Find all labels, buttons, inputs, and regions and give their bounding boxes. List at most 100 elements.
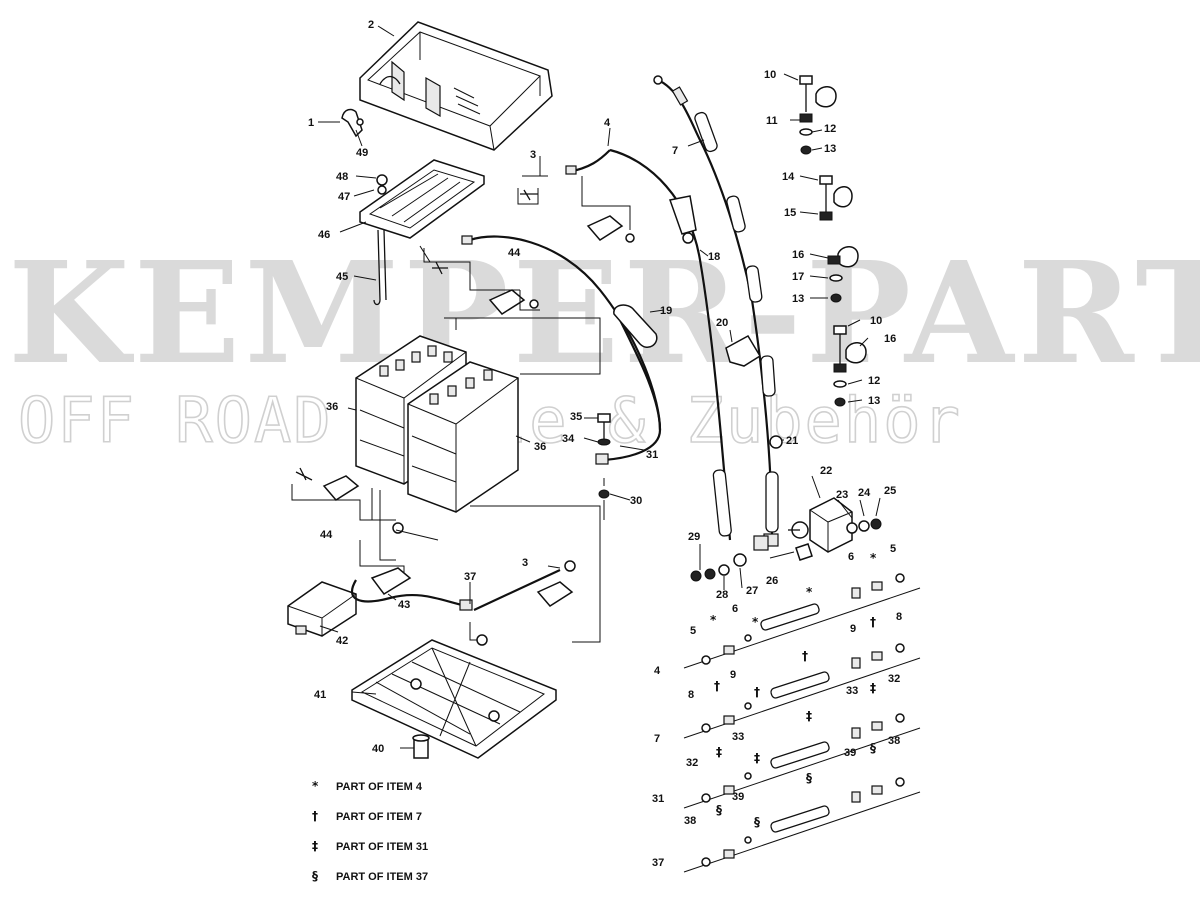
callout-38-lower: 38 [684,815,696,827]
callout-49: 49 [356,147,368,159]
mark-dagger-2: † [870,615,876,629]
callout-10-lower: 10 [870,315,882,327]
mark-section-4: § [754,815,760,829]
callout-19: 19 [660,305,672,317]
callout-35: 35 [570,411,582,423]
callout-5-lower: 5 [690,625,696,637]
cable-7 [653,75,783,547]
callout-38-upper: 38 [888,735,900,747]
callout-43: 43 [398,599,410,611]
callout-18: 18 [708,251,720,263]
clamp-20 [725,334,762,367]
callout-32-upper: 32 [888,673,900,685]
battery-tray [351,639,557,759]
callout-5-upper: 5 [890,543,896,555]
callout-9-upper: 9 [850,623,856,635]
callout-4-lower: 4 [654,665,661,677]
callout-24: 24 [858,487,871,499]
callout-27: 27 [746,585,758,597]
mark-star-4: * [752,615,759,629]
cable-4-end [669,195,769,551]
clamp-19 [613,304,658,348]
solenoid-hardware [690,543,813,582]
callout-34: 34 [562,433,575,445]
mark-dagger-3: † [714,679,720,693]
battery-cover [359,21,553,151]
legend-text-4: PART OF ITEM 37 [336,871,428,883]
callout-45: 45 [336,271,348,283]
solenoid [788,497,882,553]
callout-30: 30 [630,495,642,507]
callout-16-upper: 16 [792,249,804,261]
junction-box [287,581,357,637]
callout-13-lower: 13 [868,395,880,407]
callout-46: 46 [318,229,330,241]
callout-39-upper: 39 [844,747,856,759]
callout-13-middle: 13 [792,293,804,305]
callout-23: 23 [836,489,848,501]
callout-25: 25 [884,485,896,497]
callout-44-lower: 44 [320,529,333,541]
cable-31 [595,319,662,520]
callout-3-upper: 3 [530,149,536,161]
lower-cable-3 [469,560,576,646]
battery-connector-lines [359,317,601,643]
legend-symbol-1: * [312,779,319,793]
callout-31-lower: 31 [652,793,664,805]
mark-star-2: * [870,551,877,565]
hold-down-clip [341,108,364,138]
watermark-line1: KEMPER-PARTS [8,232,1200,396]
mark-ddagger-1: ‡ [806,709,812,723]
battery-right [407,361,519,513]
callout-11: 11 [766,115,778,127]
callout-16-lower: 16 [884,333,896,345]
legend-text-2: PART OF ITEM 7 [336,811,422,823]
hardware-stack-lower [827,246,859,303]
hold-down-frame [359,159,485,239]
callout-41: 41 [314,689,326,701]
callout-39-lower: 39 [732,791,744,803]
mark-ddagger-2: ‡ [870,681,876,695]
mark-section-1: § [806,771,812,785]
mark-dagger-1: † [802,649,808,663]
mark-ddagger-3: ‡ [716,745,722,759]
hardware-stack-bottom [833,325,867,407]
legend-text-1: PART OF ITEM 4 [336,781,423,793]
legend-symbol-2: † [312,809,318,823]
callout-4-upper: 4 [604,117,611,129]
drain-plug [412,734,430,759]
callout-31-upper: 31 [646,449,658,461]
callout-10-upper: 10 [764,69,776,81]
upper-cable-3 [517,149,635,243]
callout-44-upper: 44 [508,247,521,259]
callout-37-lower: 37 [652,857,664,869]
mark-star-3: * [710,613,717,627]
callout-9-lower: 9 [730,669,736,681]
callout-17: 17 [792,271,804,283]
callout-33-lower: 33 [732,731,744,743]
callout-20: 20 [716,317,728,329]
callout-6-lower: 6 [732,603,738,615]
cable-part-marks: * * * * † † † † ‡ ‡ ‡ ‡ § § § § [710,551,877,829]
callout-15: 15 [784,207,796,219]
callout-37-upper: 37 [464,571,476,583]
cable-4-route [609,148,732,541]
callout-7-lower: 7 [654,733,660,745]
callout-33-upper: 33 [846,685,858,697]
mark-ddagger-4: ‡ [754,751,760,765]
callout-8-lower: 8 [688,689,694,701]
callout-29: 29 [688,531,700,543]
cable-breakdown-4 [683,573,921,669]
callout-40: 40 [372,743,384,755]
callout-12-lower: 12 [868,375,880,387]
mark-section-2: § [870,741,876,755]
callout-47: 47 [338,191,350,203]
callout-22: 22 [820,465,832,477]
cable-breakdown-37 [683,777,921,873]
cable-breakdown-31 [683,713,921,809]
callout-13-upper: 13 [824,143,836,155]
callout-1: 1 [308,117,314,129]
cable-breakdown-7 [683,643,921,739]
callout-42: 42 [336,635,348,647]
mark-section-3: § [716,803,722,817]
